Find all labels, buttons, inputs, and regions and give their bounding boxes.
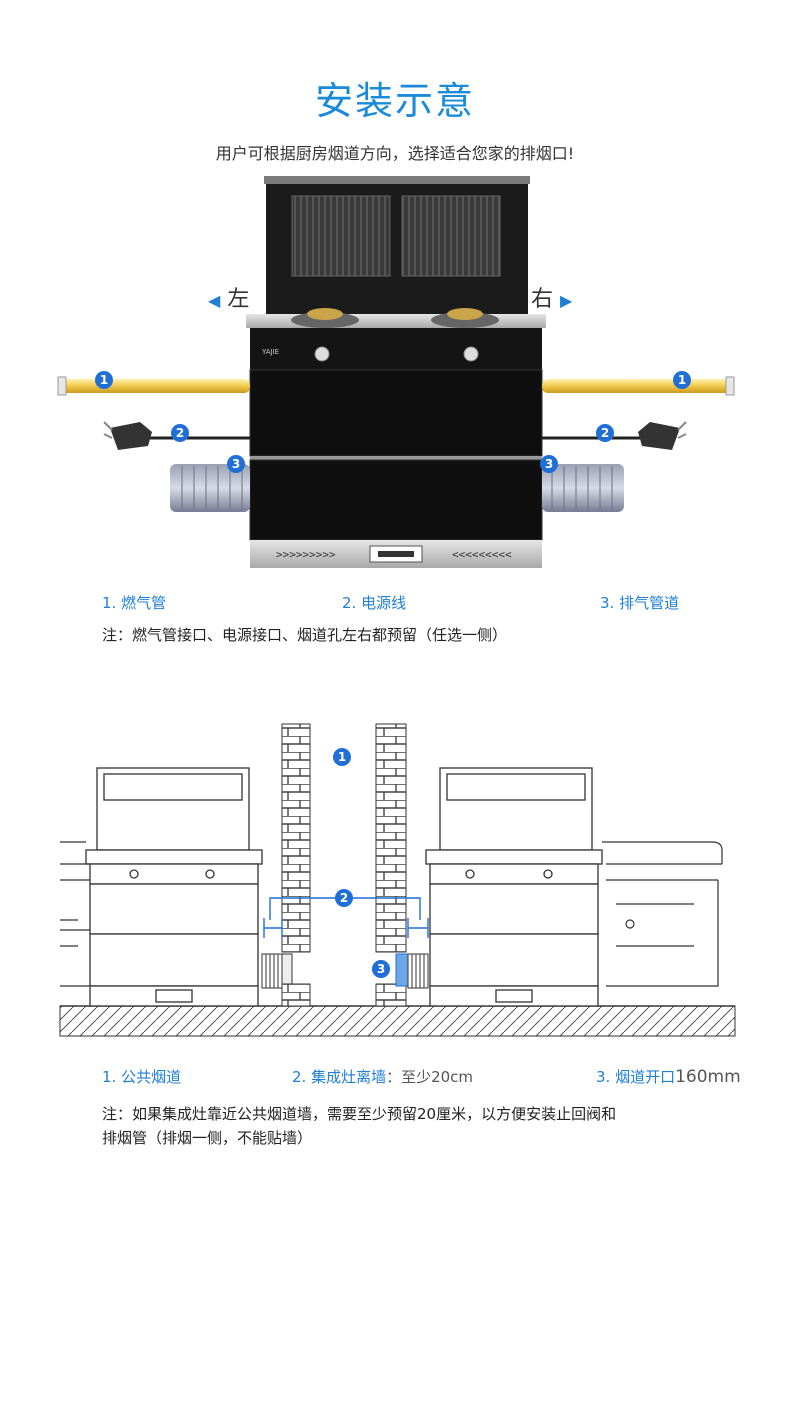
svg-text:2: 2 <box>176 426 184 440</box>
svg-text:3: 3 <box>377 962 385 976</box>
exhaust-duct-right-drawing <box>395 953 429 989</box>
installation-note: 注：如果集成灶靠近公共烟道墙，需要至少预留20厘米，以方便安装止回阀和 排烟管（… <box>102 1105 617 1147</box>
svg-text:>>>>>>>>>: >>>>>>>>> <box>276 548 336 561</box>
marker-1-right: 1 <box>673 371 691 389</box>
svg-text:1: 1 <box>678 373 686 387</box>
exhaust-duct-left-drawing <box>261 953 293 989</box>
marker-1-left: 1 <box>95 371 113 389</box>
installation-line-drawing: 1 2 3 <box>59 723 736 1037</box>
left-arrow-icon: ◀ <box>208 291 221 310</box>
marker-clearance: 2 <box>335 889 353 907</box>
brand-logo: YAJIE <box>261 348 279 356</box>
legend-gas-pipe: 1. 燃气管 <box>102 594 167 612</box>
legend-public-flue: 1. 公共烟道 <box>102 1068 182 1086</box>
marker-public-flue: 1 <box>333 748 351 766</box>
rear-panel <box>264 176 530 316</box>
svg-text:1: 1 <box>100 373 108 387</box>
power-cord-right <box>542 421 687 450</box>
right-arrow-icon: ▶ <box>560 291 573 310</box>
right-knob <box>463 346 479 362</box>
svg-text:2: 2 <box>340 891 348 905</box>
cabinet-left <box>60 841 90 987</box>
left-direction: ◀ 左 <box>208 287 250 312</box>
legend-power-cord: 2. 电源线 <box>342 594 407 612</box>
exhaust-duct-left <box>170 464 250 512</box>
flue-wall-right <box>375 723 407 1007</box>
marker-3-right: 3 <box>540 455 558 473</box>
page-subtitle: 用户可根据厨房烟道方向，选择适合您家的排烟口! <box>215 144 575 163</box>
gas-pipe-left <box>57 376 250 396</box>
marker-2-left: 2 <box>171 424 189 442</box>
stove-left <box>85 767 263 1007</box>
cabinet-right <box>602 841 723 987</box>
marker-flue-opening: 3 <box>372 960 390 978</box>
page-title: 安装示意 <box>314 79 475 123</box>
product-note: 注：燃气管接口、电源接口、烟道孔左右都预留（任选一侧） <box>102 626 508 644</box>
svg-text:<<<<<<<<<: <<<<<<<<< <box>452 548 512 561</box>
legend-exhaust-duct: 3. 排气管道 <box>600 594 680 612</box>
flue-wall-left <box>281 723 311 1007</box>
floor <box>59 1005 736 1037</box>
right-direction: 右 ▶ <box>531 287 573 312</box>
stove-product-illustration: YAJIE >>>>>>>>> <<<<<<<<< <box>57 176 735 568</box>
power-cord-left <box>103 421 250 450</box>
legend-flue-opening: 3. 烟道开口160mm <box>596 1067 741 1087</box>
left-knob <box>314 346 330 362</box>
svg-text:3: 3 <box>232 457 240 471</box>
svg-text:3: 3 <box>545 457 553 471</box>
marker-2-right: 2 <box>596 424 614 442</box>
marker-3-left: 3 <box>227 455 245 473</box>
exhaust-duct-right <box>542 464 624 512</box>
stove-cabinet: YAJIE >>>>>>>>> <<<<<<<<< <box>249 328 543 568</box>
gas-pipe-right <box>542 376 735 396</box>
legend-clearance: 2. 集成灶离墙：至少20cm <box>292 1068 474 1086</box>
svg-text:1: 1 <box>338 750 346 764</box>
stove-right <box>425 767 603 1007</box>
svg-text:2: 2 <box>601 426 609 440</box>
cooktop <box>246 308 546 328</box>
